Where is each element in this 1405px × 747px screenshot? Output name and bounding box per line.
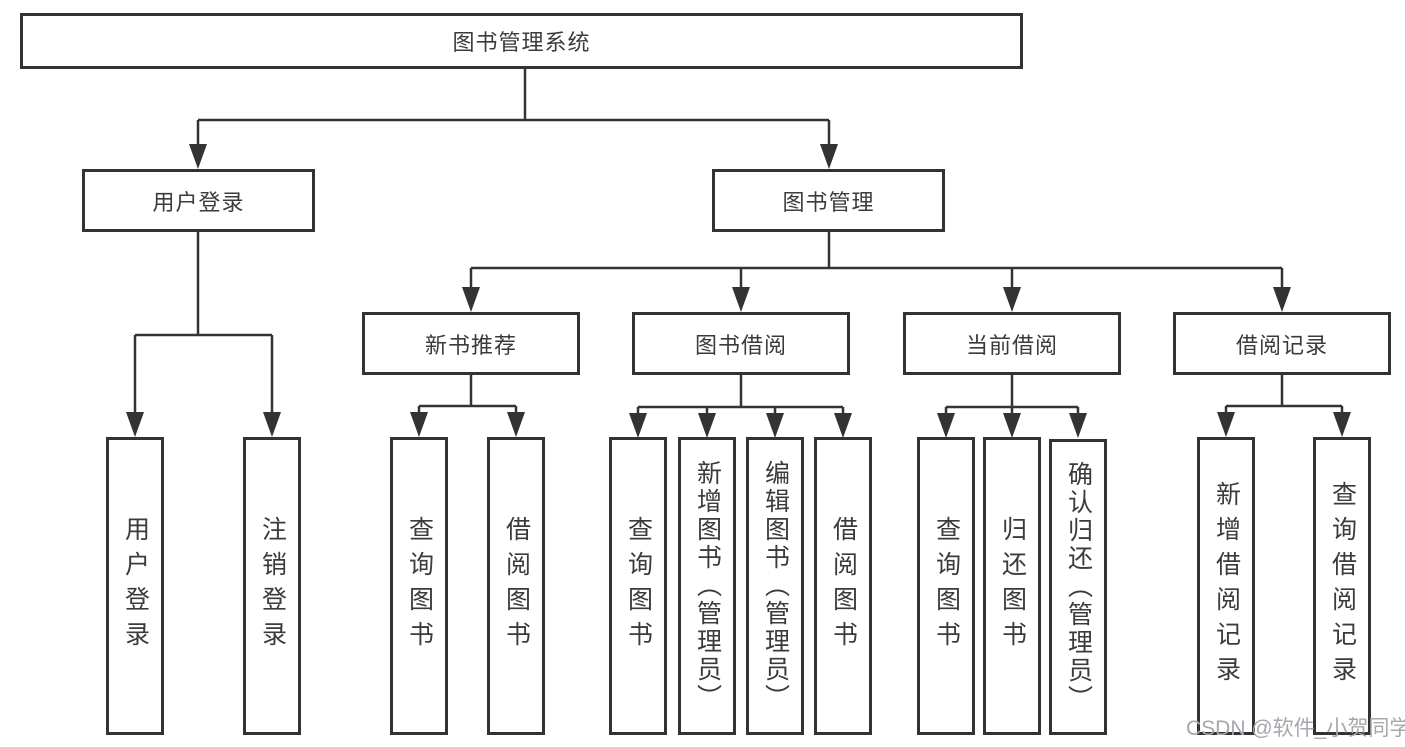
connector-root-to-level2 [189,69,838,169]
leaf-query-books-borrow-label: 查询图书 [624,516,653,656]
leaf-query-borrow-record-label: 查询借阅记录 [1328,481,1357,691]
connector-current-to-leaves [937,375,1087,438]
leaf-query-books-borrow: 查询图书 [609,437,667,735]
node-borrowing-records: 借阅记录 [1173,312,1391,375]
connector-newbook-to-leaves [410,375,525,437]
leaf-user-login: 用户登录 [106,437,164,735]
leaf-query-books-current: 查询图书 [917,437,975,735]
leaf-confirm-return-admin: 确认归还（管理员） [1049,439,1107,735]
connector-bookmgmt-to-level3 [462,232,1291,312]
node-root-system: 图书管理系统 [20,13,1023,69]
connector-borrow-to-leaves [629,375,852,438]
leaf-edit-books-admin: 编辑图书（管理员） [746,437,804,735]
leaf-edit-books-admin-label: 编辑图书（管理员） [761,460,790,712]
leaf-logout-label: 注销登录 [258,516,287,656]
node-book-management: 图书管理 [712,169,945,232]
node-current-borrowing: 当前借阅 [903,312,1121,375]
node-current-borrowing-label: 当前借阅 [965,332,1058,358]
csdn-watermark: CSDN @软件_小贺同学 [1186,717,1405,740]
leaf-confirm-return-admin-label: 确认归还（管理员） [1064,461,1093,713]
leaf-user-login-label: 用户登录 [121,516,150,656]
node-new-book-recommend-label: 新书推荐 [424,332,517,358]
node-user-login: 用户登录 [82,169,315,232]
leaf-borrow-books-recommend-label: 借阅图书 [502,516,531,656]
node-book-borrowing: 图书借阅 [632,312,850,375]
leaf-query-books-recommend: 查询图书 [390,437,448,735]
node-root-label: 图书管理系统 [452,30,591,55]
leaf-query-books-recommend-label: 查询图书 [405,516,434,656]
connector-records-to-leaves [1217,375,1351,437]
node-new-book-recommend: 新书推荐 [362,312,580,375]
leaf-borrow-books: 借阅图书 [814,437,872,735]
leaf-borrow-books-recommend: 借阅图书 [487,437,545,735]
leaf-logout: 注销登录 [243,437,301,735]
leaf-return-books-label: 归还图书 [998,516,1027,656]
leaf-add-borrow-record-label: 新增借阅记录 [1212,481,1241,691]
node-book-borrowing-label: 图书借阅 [694,332,787,358]
leaf-add-borrow-record: 新增借阅记录 [1197,437,1255,735]
leaf-query-books-current-label: 查询图书 [932,516,961,656]
leaf-add-books-admin-label: 新增图书（管理员） [693,460,722,712]
node-user-login-label: 用户登录 [152,189,245,215]
leaf-query-borrow-record: 查询借阅记录 [1313,437,1371,735]
leaf-borrow-books-label: 借阅图书 [829,516,858,656]
leaf-add-books-admin: 新增图书（管理员） [678,437,736,735]
leaf-return-books: 归还图书 [983,437,1041,735]
connector-userlogin-to-leaves [126,232,281,437]
node-book-management-label: 图书管理 [782,189,875,215]
node-borrowing-records-label: 借阅记录 [1235,332,1328,358]
